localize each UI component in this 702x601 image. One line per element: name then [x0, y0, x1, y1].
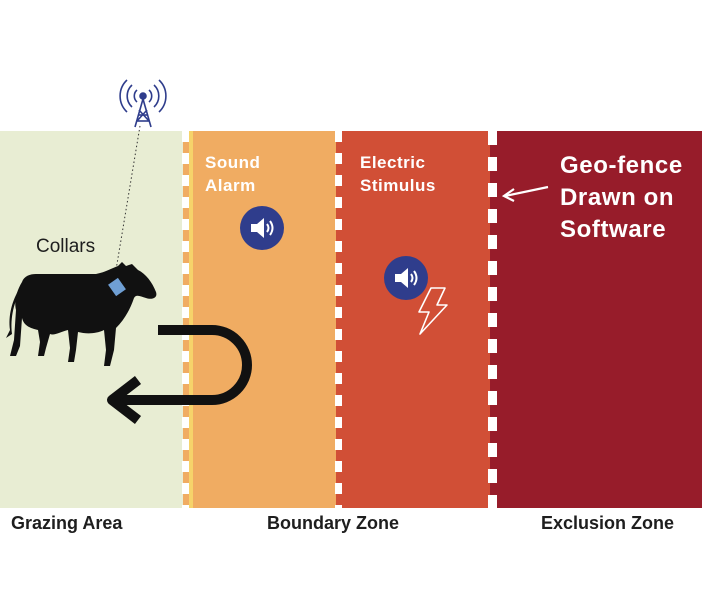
u-turn-arrow-icon: [107, 325, 252, 424]
geofence-label-line: Drawn on: [560, 184, 675, 211]
speaker-icon: [240, 206, 284, 250]
sound-alarm-label-line: Sound: [205, 153, 261, 172]
sound-alarm-zone: [183, 131, 336, 508]
boundary-divider-dashed-line: [335, 131, 342, 508]
cow-icon: [6, 262, 157, 366]
collar-icon: [108, 277, 126, 297]
lightning-icon: [418, 287, 448, 335]
geofence-label-line: Geo-fence: [560, 152, 683, 179]
boundary-edge-strip: [189, 131, 193, 508]
boundary-zone-label: Boundary Zone: [267, 513, 400, 533]
exclusion-zone: [490, 131, 702, 508]
boundary-divider-dashed-line: [182, 131, 189, 508]
speaker-icon: [384, 256, 428, 300]
grazing-area-label: Grazing Area: [11, 513, 123, 533]
electric-stimulus-label: Electric Stimulus: [360, 151, 436, 197]
electric-stimulus-label-line: Stimulus: [360, 176, 436, 195]
sound-alarm-label-line: Alarm: [205, 176, 256, 195]
electric-stimulus-label-line: Electric: [360, 153, 426, 172]
geofence-label-line: Software: [560, 216, 667, 243]
radio-tower-icon: [119, 79, 167, 128]
exclusion-zone-label: Exclusion Zone: [541, 513, 675, 533]
geofence-pointer-arrow: [501, 185, 549, 202]
electric-stimulus-zone: [336, 131, 490, 508]
signal-line: [113, 125, 141, 283]
collars-label: Collars: [36, 236, 96, 257]
geofence-dashed-line: [488, 131, 497, 508]
sound-alarm-label: Sound Alarm: [205, 151, 260, 197]
geofence-label: Geo-fence Drawn on Software: [560, 150, 683, 246]
